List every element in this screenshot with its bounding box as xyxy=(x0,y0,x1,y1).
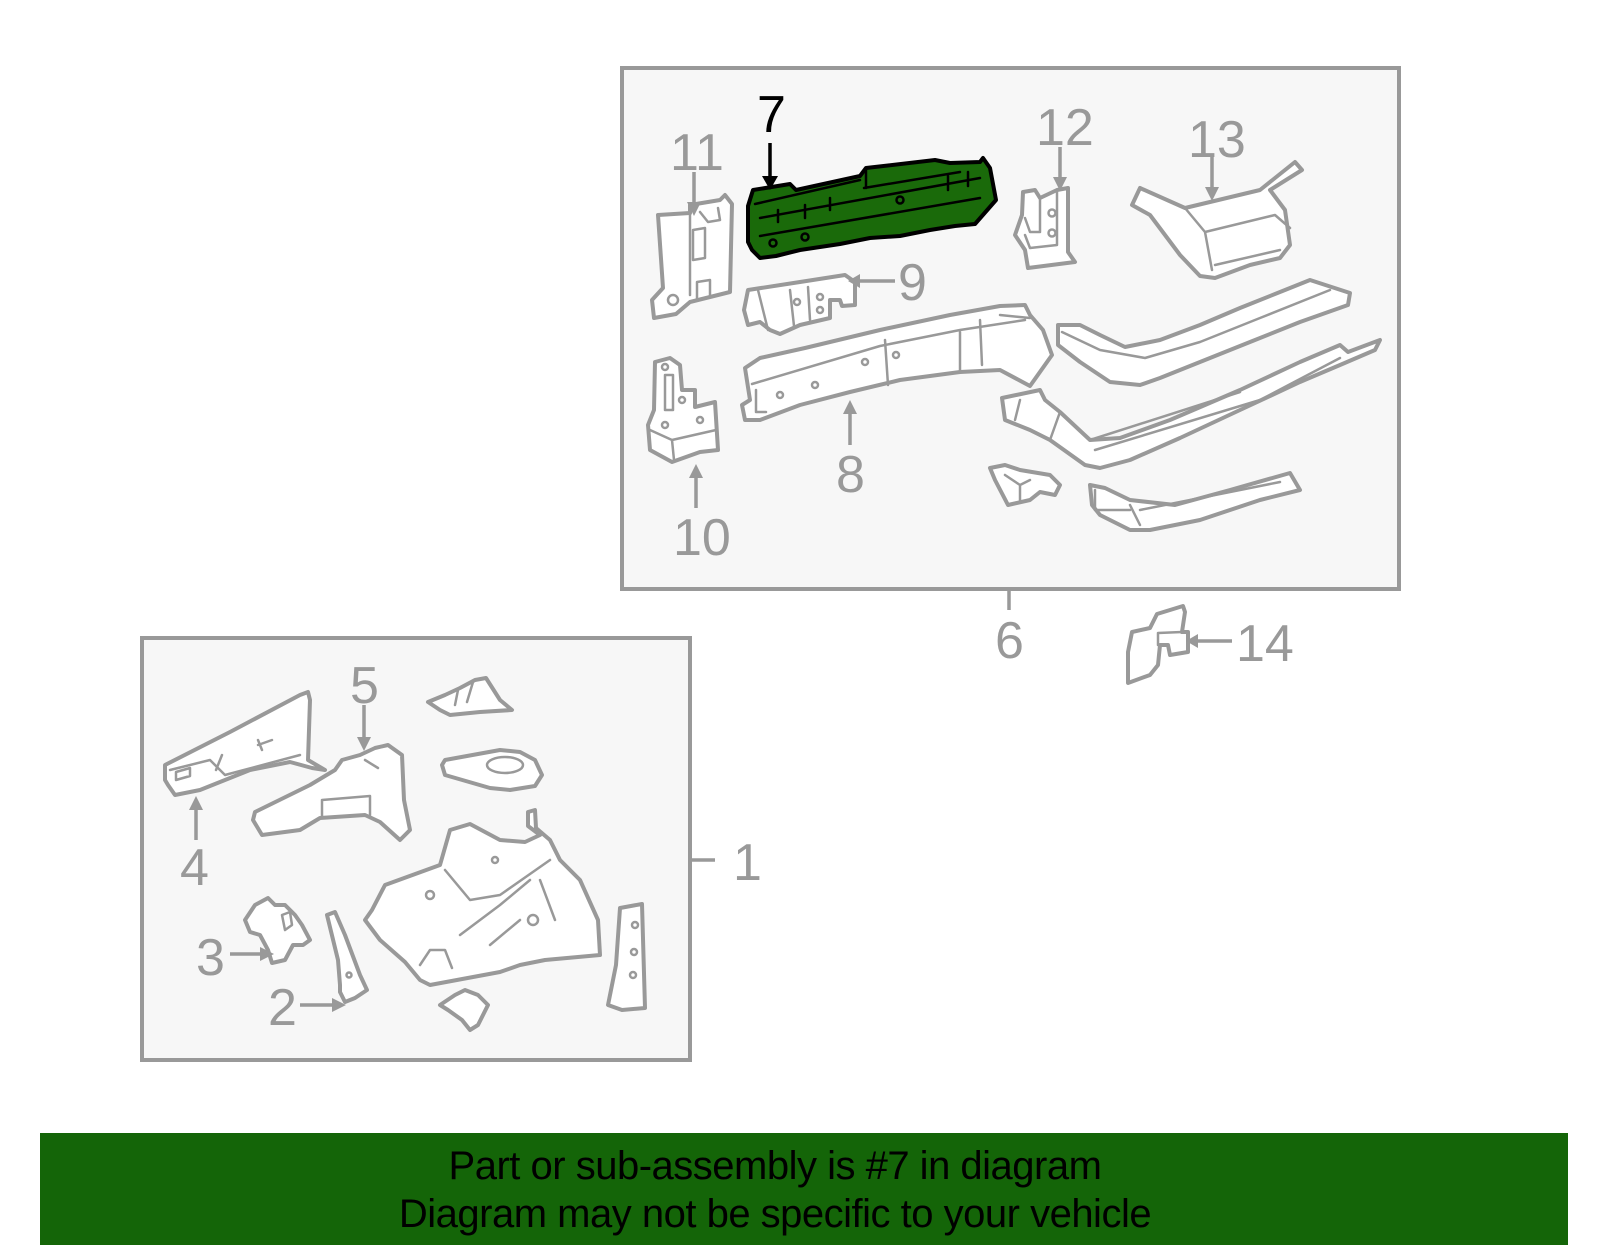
rail-lower[interactable] xyxy=(1088,471,1302,532)
part-2[interactable] xyxy=(325,910,369,1004)
pillar-right[interactable] xyxy=(606,902,647,1012)
part-13[interactable] xyxy=(1130,160,1304,280)
label-13[interactable]: 13 xyxy=(1188,111,1246,169)
part-8[interactable] xyxy=(740,303,1054,422)
cover-bottom[interactable] xyxy=(438,988,490,1032)
arrowhead-3 xyxy=(260,947,274,961)
arrowhead-13 xyxy=(1205,187,1219,201)
assembly-1-panel xyxy=(140,636,692,1062)
label-9[interactable]: 9 xyxy=(898,254,927,312)
banner-line-disclaimer: Diagram may not be specific to your vehi… xyxy=(398,1192,1152,1236)
part-9[interactable] xyxy=(742,273,857,336)
label-4[interactable]: 4 xyxy=(180,839,209,897)
arrowhead-5 xyxy=(357,737,371,751)
label-1[interactable]: 1 xyxy=(733,834,762,892)
label-5[interactable]: 5 xyxy=(350,657,379,715)
part-3[interactable] xyxy=(243,896,312,965)
arrowhead-2 xyxy=(332,998,346,1012)
arrowhead-14 xyxy=(1186,634,1198,648)
part-14[interactable] xyxy=(1126,604,1190,685)
arrowhead-4 xyxy=(189,796,203,810)
part-4[interactable] xyxy=(163,690,327,797)
bracket-top[interactable] xyxy=(426,676,514,717)
arrowhead-12 xyxy=(1053,177,1067,191)
label-11[interactable]: 11 xyxy=(670,124,724,182)
label-7[interactable]: 7 xyxy=(757,86,786,144)
label-10[interactable]: 10 xyxy=(673,509,731,567)
label-14[interactable]: 14 xyxy=(1236,615,1294,673)
label-8[interactable]: 8 xyxy=(836,446,865,504)
info-banner: Part or sub-assembly is #7 in diagram Di… xyxy=(40,1133,1568,1245)
bracket-small[interactable] xyxy=(988,463,1062,507)
label-3[interactable]: 3 xyxy=(196,929,225,987)
part-5[interactable] xyxy=(251,743,412,842)
arrowhead-11 xyxy=(687,202,701,216)
label-12[interactable]: 12 xyxy=(1036,99,1094,157)
rail-upper[interactable] xyxy=(1056,278,1352,387)
rail-middle[interactable] xyxy=(1000,338,1382,470)
arrowhead-8 xyxy=(843,400,857,414)
banner-line-part-number: Part or sub-assembly is #7 in diagram xyxy=(448,1144,1102,1188)
part-7-highlighted[interactable] xyxy=(746,156,998,260)
arrowhead-10 xyxy=(689,464,703,478)
label-6[interactable]: 6 xyxy=(995,612,1024,670)
label-2[interactable]: 2 xyxy=(268,979,297,1037)
wheelhouse-panel[interactable] xyxy=(363,808,602,987)
arrowhead-7 xyxy=(762,176,778,190)
part-10[interactable] xyxy=(646,356,720,464)
spring-cap[interactable] xyxy=(440,748,544,792)
part-12[interactable] xyxy=(1013,186,1077,270)
arrowhead-9 xyxy=(848,274,860,288)
